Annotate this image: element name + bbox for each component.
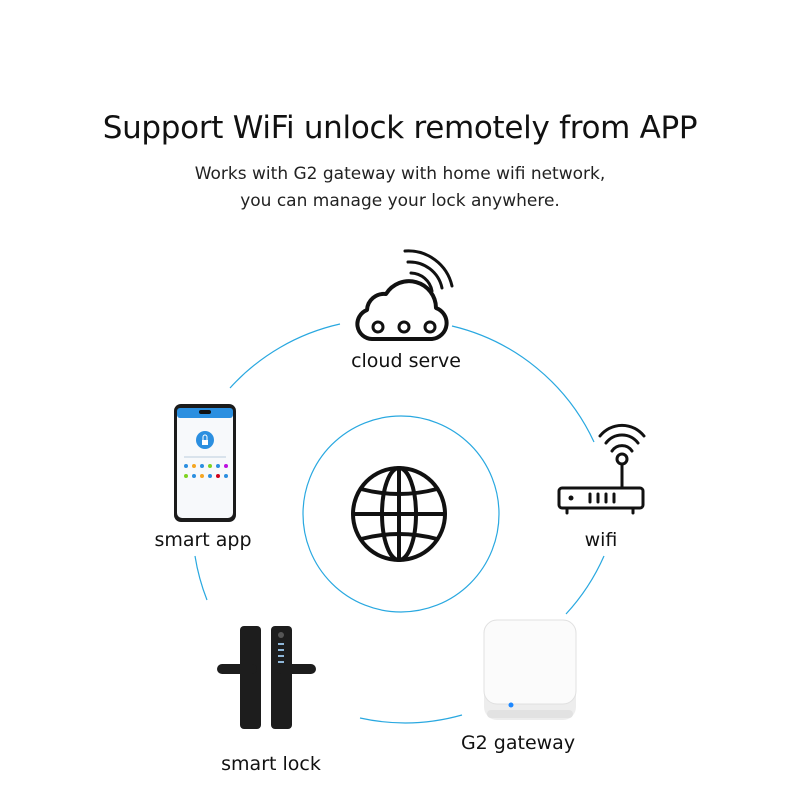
outer-ring [194, 323, 605, 724]
cloud-label: cloud serve [351, 350, 461, 372]
smartphone-icon [174, 404, 236, 522]
ring-arc-cloud-wifi [451, 325, 595, 443]
inner-ring [302, 415, 500, 613]
lock-label: smart lock [221, 753, 321, 775]
wifi-label: wifi [585, 529, 618, 551]
cloud-icon [355, 249, 454, 341]
door-lock-icon [217, 626, 316, 729]
gateway-icon [483, 619, 577, 720]
ring-arc-lock-app [194, 555, 208, 601]
router-icon [557, 423, 646, 515]
page-title: Support WiFi unlock remotely from APP [102, 110, 698, 146]
ring-arc-gateway-lock [359, 714, 463, 724]
app-label: smart app [154, 529, 251, 551]
globe-icon [351, 466, 447, 562]
ring-arc-app-cloud [229, 323, 341, 389]
subtitle-line-1: Works with G2 gateway with home wifi net… [194, 164, 606, 184]
gateway-label: G2 gateway [461, 732, 575, 754]
subtitle-line-2: you can manage your lock anywhere. [240, 191, 560, 211]
ring-arc-wifi-gateway [565, 555, 605, 615]
